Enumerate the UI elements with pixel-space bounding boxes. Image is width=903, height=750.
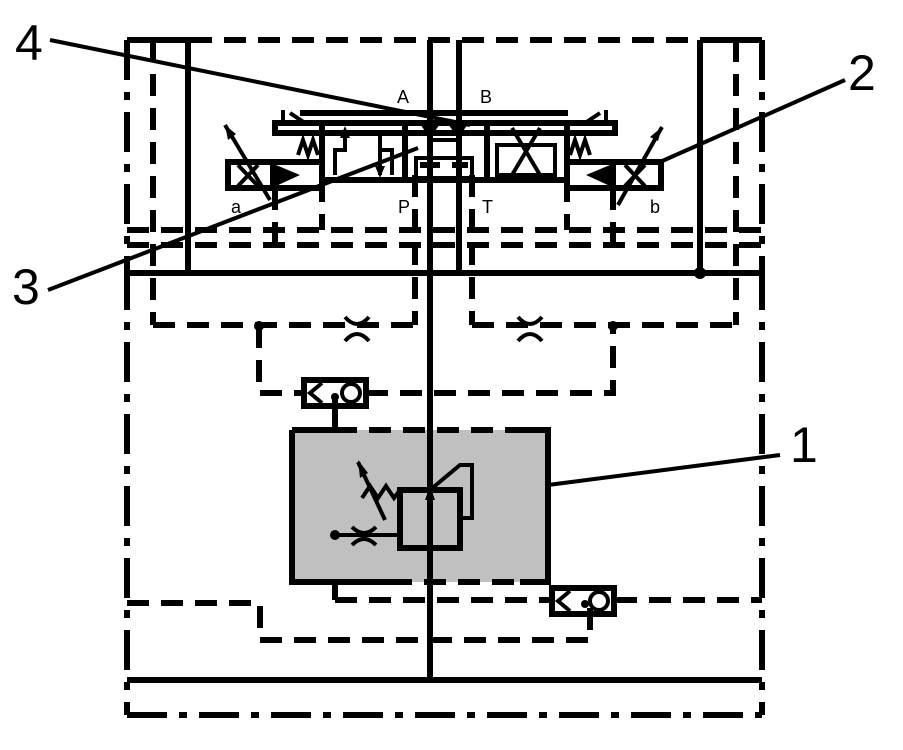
- main-spool-valve: [272, 110, 618, 183]
- port-label-t: T: [482, 197, 493, 217]
- solenoid-b: [564, 126, 664, 245]
- solenoid-a: [223, 123, 325, 245]
- callout-1: 1: [790, 417, 818, 473]
- port-label-b-solenoid: b: [650, 197, 661, 217]
- shaded-pressure-compensator-block: [289, 420, 781, 600]
- callout-2: 2: [848, 45, 876, 101]
- callout-4: 4: [15, 15, 43, 71]
- callout-leaders: [47, 38, 846, 292]
- upper-enclosure: [124, 37, 765, 325]
- callout-3: 3: [12, 259, 40, 315]
- port-label-p: P: [398, 197, 411, 217]
- pilot-lines: [153, 315, 736, 396]
- port-label-a-solenoid: a: [231, 197, 242, 217]
- port-label-b-upper: B: [480, 87, 493, 107]
- outer-enclosure: [124, 270, 765, 718]
- port-label-a-upper: A: [397, 87, 410, 107]
- lower-pilot-lines: [127, 585, 762, 643]
